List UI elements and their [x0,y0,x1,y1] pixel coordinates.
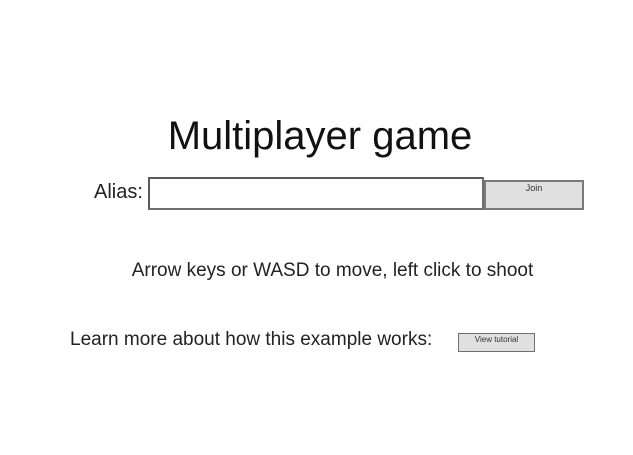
alias-input[interactable] [148,177,484,210]
join-button[interactable]: Join [484,180,584,210]
learn-more-row: Learn more about how this example works: [70,329,432,351]
join-button-label: Join [525,183,543,193]
view-tutorial-button[interactable]: View tutorial [458,333,535,352]
learn-more-text: Learn more about how this example works: [70,329,433,350]
view-tutorial-label: View tutorial [474,335,519,344]
page-title: Multiplayer game [167,114,473,158]
alias-label: Alias: [94,181,143,203]
controls-instructions: Arrow keys or WASD to move, left click t… [131,260,534,281]
